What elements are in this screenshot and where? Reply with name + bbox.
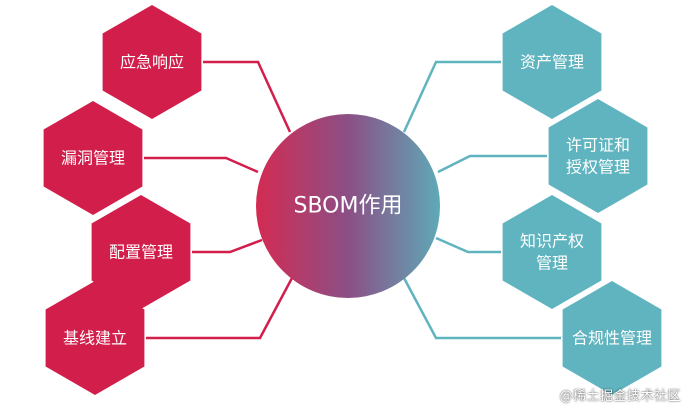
left-node-2-hexagon bbox=[43, 101, 143, 215]
right-connector-3 bbox=[435, 236, 501, 254]
left-node-1-label: 应急响应 bbox=[120, 53, 184, 72]
right-node-1-label: 资产管理 bbox=[520, 53, 584, 72]
left-node-4-hexagon bbox=[45, 281, 145, 395]
left-node-3-hexagon bbox=[91, 195, 191, 309]
left-node-1-hexagon bbox=[102, 5, 202, 119]
right-node-2-label: 许可证和 bbox=[566, 136, 630, 155]
left-node-3-label: 配置管理 bbox=[109, 243, 173, 262]
right-node-4-label: 合规性管理 bbox=[572, 329, 652, 348]
left-connector-4 bbox=[146, 277, 294, 340]
right-node-2-label: 授权管理 bbox=[566, 158, 630, 177]
right-node-4-hexagon bbox=[562, 281, 662, 395]
right-connector-2 bbox=[437, 154, 547, 174]
right-node-3-label: 管理 bbox=[536, 254, 568, 273]
right-node-3-label: 知识产权 bbox=[520, 232, 584, 251]
left-connector-2 bbox=[144, 156, 259, 174]
left-connector-3 bbox=[192, 238, 263, 254]
watermark: @稀土掘金技术社区 bbox=[559, 389, 681, 404]
left-node-2-label: 漏洞管理 bbox=[61, 149, 125, 168]
right-connector-4 bbox=[402, 277, 561, 340]
right-node-3-hexagon bbox=[502, 195, 602, 309]
left-node-4-label: 基线建立 bbox=[63, 329, 127, 348]
right-node-2-hexagon bbox=[548, 99, 648, 213]
center-node bbox=[256, 114, 440, 298]
right-connector-1 bbox=[402, 60, 501, 133]
center-label: SBOM作用 bbox=[294, 194, 403, 219]
left-connector-1 bbox=[203, 60, 292, 133]
right-node-1-hexagon bbox=[502, 5, 602, 119]
